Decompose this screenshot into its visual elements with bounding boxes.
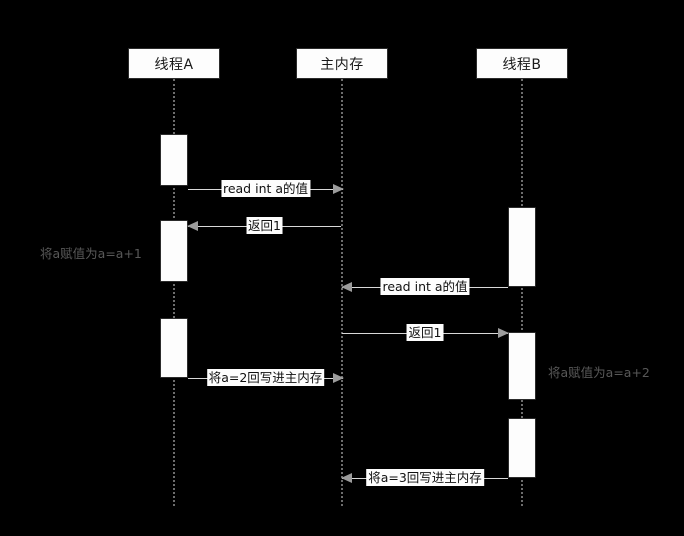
activation-bar [508, 418, 536, 478]
message-label: read int a的值 [220, 180, 311, 197]
activation-bar [508, 332, 536, 400]
activation-bar [160, 318, 188, 378]
arrowhead-right-icon [333, 373, 344, 383]
lifeline-threadB [521, 79, 523, 506]
activation-bar [160, 220, 188, 282]
message-label: 返回1 [246, 217, 283, 234]
lifeline-header-threadA: 线程A [128, 48, 220, 79]
lifeline-header-label: 线程A [154, 56, 194, 73]
message-label: 将a=3回写进主内存 [366, 469, 484, 486]
arrowhead-right-icon [498, 328, 509, 338]
activation-bar [508, 207, 536, 287]
lifeline-header-label: 线程B [502, 56, 542, 73]
arrowhead-left-icon [187, 221, 198, 231]
message-label: read int a的值 [380, 278, 470, 295]
message-label: 返回1 [406, 324, 444, 341]
note-threadA-assignment: 将a赋值为a=a+1 [40, 246, 142, 261]
activation-bar [160, 134, 188, 186]
lifeline-header-threadB: 线程B [476, 48, 568, 79]
arrowhead-left-icon [341, 473, 352, 483]
lifeline-header-label: 主内存 [320, 56, 364, 73]
lifeline-header-mainMemory: 主内存 [296, 48, 388, 79]
lifeline-threadA [173, 79, 175, 506]
arrowhead-left-icon [341, 282, 352, 292]
lifeline-mainMemory [341, 79, 343, 506]
message-label: 将a=2回写进主内存 [206, 369, 325, 386]
arrowhead-right-icon [333, 184, 344, 194]
note-threadB-assignment: 将a赋值为a=a+2 [548, 365, 650, 380]
